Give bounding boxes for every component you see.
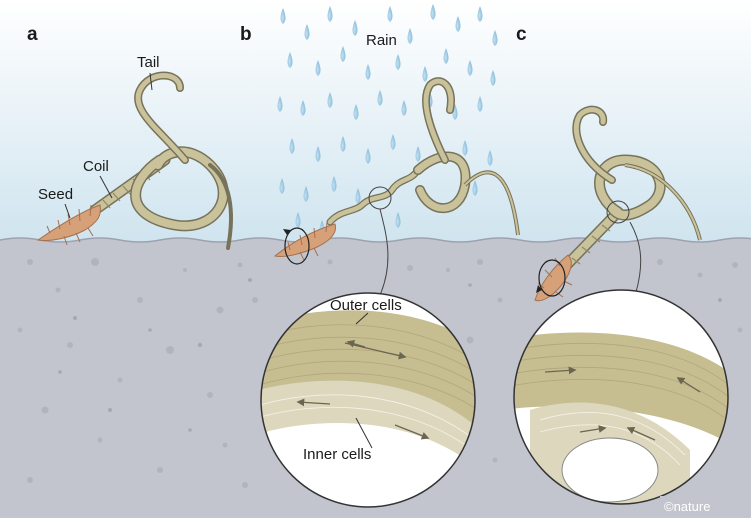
awn-b xyxy=(273,77,520,296)
nature-credit: ©nature xyxy=(664,499,711,514)
seed-leader xyxy=(64,203,71,219)
panel-label-c: c xyxy=(516,24,527,45)
seed-label: Seed xyxy=(38,186,74,203)
awn-a xyxy=(36,71,233,250)
magnified-view-c xyxy=(513,289,729,505)
rain-label: Rain xyxy=(366,32,397,49)
awn-c xyxy=(534,105,702,302)
tail-label: Tail xyxy=(137,54,160,71)
panel-label-b: b xyxy=(240,24,252,45)
coil-label: Coil xyxy=(83,158,109,175)
tail-leader xyxy=(149,72,153,91)
coil-leader xyxy=(99,175,113,199)
panel-label-a: a xyxy=(27,24,38,45)
soil-speckles xyxy=(17,258,743,488)
inner-cells-label: Inner cells xyxy=(303,446,372,463)
soil-surface-line xyxy=(0,237,751,243)
credit-background xyxy=(660,496,751,518)
soil-speckles-dark xyxy=(58,278,722,432)
outer-cells-label: Outer cells xyxy=(330,297,402,314)
